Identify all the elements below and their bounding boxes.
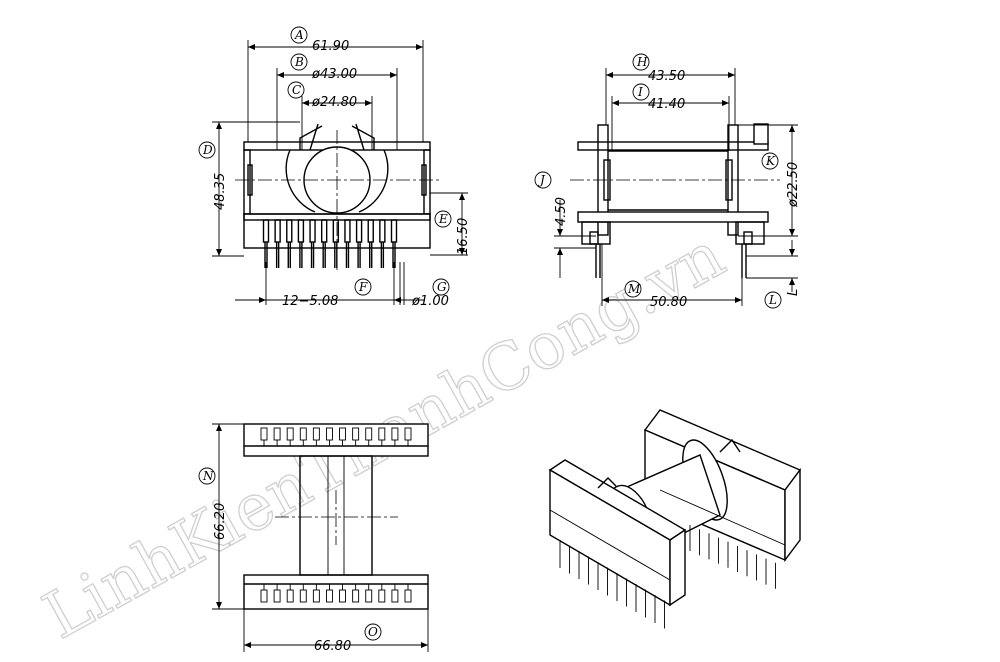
dim-i-value: 41.40	[648, 97, 685, 112]
front-pin	[274, 219, 281, 268]
dim-n-value: 66.20	[213, 503, 228, 540]
top-pin	[404, 427, 412, 603]
front-pin	[297, 219, 305, 268]
front-pin	[390, 219, 398, 268]
side-view	[570, 123, 780, 278]
top-pin	[273, 427, 281, 603]
front-pin	[344, 219, 351, 268]
label-d: D	[202, 143, 213, 157]
dim-e-value: 16.50	[456, 218, 471, 255]
isometric-view	[548, 409, 802, 629]
side-dimensions: 43.50 41.40 4.50 ø22.50 L 50.80	[554, 68, 801, 310]
top-pin	[365, 427, 373, 603]
dim-l-value: L	[786, 289, 801, 296]
label-m: M	[627, 282, 641, 296]
front-pin	[367, 219, 374, 268]
dim-g-value: ø1.00	[411, 294, 449, 309]
top-pin	[378, 427, 386, 603]
dim-d-value: 48.35	[213, 173, 228, 210]
label-bubbles: A B C D E F G H I J K L M N O	[198, 26, 782, 641]
label-b: B	[294, 55, 304, 69]
dim-o-value: 66.80	[314, 639, 351, 654]
label-k: K	[765, 154, 776, 168]
dim-m-value: 50.80	[650, 295, 687, 310]
front-view	[235, 123, 440, 270]
top-view	[243, 423, 429, 610]
dim-b-value: ø43.00	[311, 67, 357, 82]
front-pin	[309, 219, 316, 268]
dim-c-value: ø24.80	[311, 95, 357, 110]
top-pins	[260, 427, 412, 603]
label-l: L	[768, 293, 777, 307]
label-o: O	[368, 625, 378, 639]
front-pin	[262, 219, 270, 268]
top-pin	[299, 427, 307, 603]
label-e: E	[438, 212, 448, 226]
dim-h-value: 43.50	[648, 69, 685, 84]
label-h: H	[636, 55, 648, 69]
top-pin	[339, 427, 346, 603]
label-g: G	[437, 280, 447, 294]
label-n: N	[202, 469, 214, 483]
front-dimensions: 61.90 ø43.00 ø24.80 48.35 16.50 12−5.08 …	[212, 39, 471, 309]
label-f: F	[358, 280, 368, 294]
iso-pins	[559, 525, 776, 629]
label-j: J	[537, 173, 546, 187]
label-i: I	[637, 85, 643, 99]
dim-j-value: 4.50	[554, 197, 569, 226]
top-dimensions: 66.20 66.80	[212, 423, 429, 654]
label-a: A	[294, 28, 304, 42]
front-pin	[379, 219, 386, 268]
dim-k-value: ø22.50	[786, 162, 801, 208]
label-c: C	[292, 83, 301, 97]
top-pin	[312, 427, 320, 603]
dim-f-value: 12−5.08	[282, 294, 338, 309]
top-pin	[352, 427, 360, 603]
top-pin	[326, 427, 333, 603]
top-pin	[286, 427, 294, 603]
front-pin	[320, 219, 328, 268]
top-pin	[260, 427, 268, 603]
top-pin	[391, 427, 399, 603]
dim-a-value: 61.90	[312, 39, 349, 54]
front-pin	[286, 219, 293, 268]
front-pin	[355, 219, 363, 268]
